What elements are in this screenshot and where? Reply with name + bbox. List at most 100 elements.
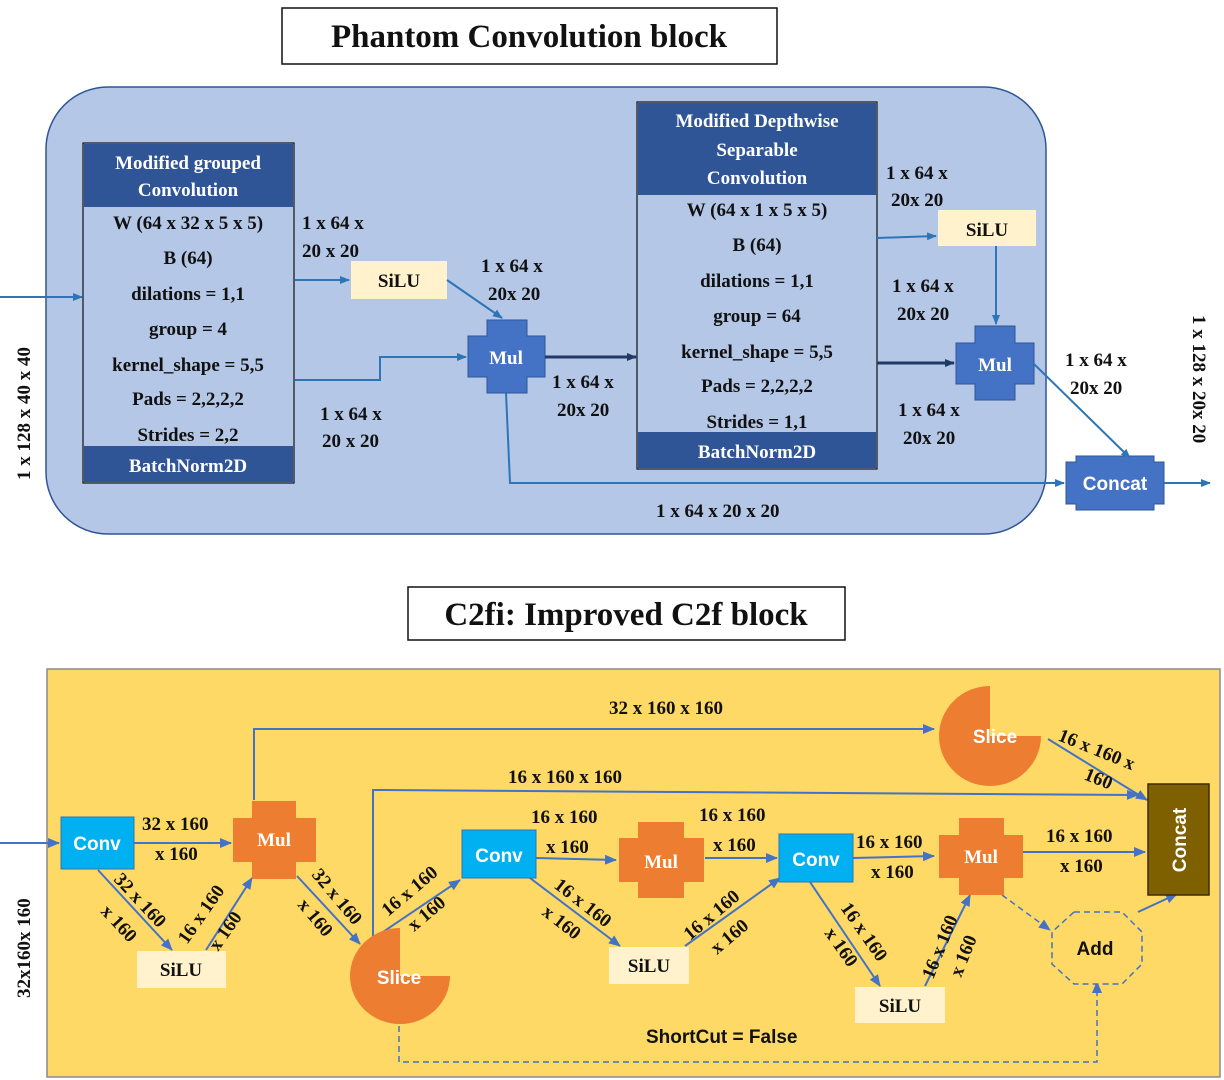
phantom-mul-1: Mul [467, 319, 546, 394]
svg-text:Separable: Separable [716, 140, 797, 161]
svg-text:SiLU: SiLU [378, 271, 421, 292]
shortcut-label: ShortCut = False [646, 1027, 798, 1048]
svg-text:1 x 64 x: 1 x 64 x [481, 256, 543, 277]
svg-text:Conv: Conv [792, 850, 840, 871]
svg-text:SiLU: SiLU [879, 996, 922, 1017]
c2fi-title: C2fi: Improved C2f block [444, 597, 808, 633]
svg-text:20x 20: 20x 20 [557, 400, 609, 421]
svg-text:1 x 64 x: 1 x 64 x [892, 276, 954, 297]
svg-text:Mul: Mul [964, 847, 998, 868]
c2fi-mul-3: Mul [939, 818, 1023, 895]
svg-text:Conv: Conv [475, 846, 523, 867]
c2fi-input-label: 32x160x 160 [14, 898, 35, 998]
c2fi-edges [97, 724, 1178, 987]
phantom-concat: Concat [1065, 455, 1165, 511]
svg-text:Concat: Concat [1083, 474, 1148, 495]
svg-text:16 x 160 x 160: 16 x 160 x 160 [508, 767, 622, 788]
grouped-conv-header-2: Convolution [138, 180, 239, 201]
svg-text:1 x 64 x 20 x 20: 1 x 64 x 20 x 20 [656, 501, 780, 522]
phantom-title: Phantom Convolution block [331, 19, 728, 55]
svg-text:x 160: x 160 [546, 837, 589, 858]
svg-text:16 x 160: 16 x 160 [856, 832, 923, 853]
phantom-input-label: 1 x 128 x 40 x 40 [14, 347, 35, 480]
grouped-conv-node: Modified grouped Convolution W (64 x 32 … [82, 142, 295, 484]
phantom-edge-labels: 1 x 64 x 20 x 20 1 x 64 x 20x 20 1 x 64 … [302, 163, 1127, 522]
svg-text:1 x 64 x: 1 x 64 x [1065, 350, 1127, 371]
svg-text:x 160: x 160 [155, 844, 198, 865]
svg-text:Mul: Mul [978, 355, 1012, 376]
grouped-conv-param: kernel_shape = 5,5 [112, 355, 264, 376]
svg-text:W (64 x 1 x 5 x 5): W (64 x 1 x 5 x 5) [687, 200, 828, 221]
svg-text:SiLU: SiLU [628, 956, 671, 977]
c2fi-concat-node: Concat [1147, 783, 1210, 896]
grouped-conv-footer: BatchNorm2D [129, 456, 247, 477]
c2fi-mul-2: Mul [619, 822, 704, 898]
c2fi-conv-2: Conv [461, 829, 537, 879]
c2fi-silu-1: SiLU [137, 951, 226, 988]
svg-text:1 x 64 x: 1 x 64 x [320, 404, 382, 425]
grouped-conv-param: Pads = 2,2,2,2 [132, 389, 244, 410]
phantom-silu-2: SiLU [938, 210, 1036, 246]
svg-text:Mul: Mul [489, 348, 523, 369]
svg-text:Strides = 1,1: Strides = 1,1 [706, 412, 807, 433]
grouped-conv-header-1: Modified grouped [115, 153, 261, 174]
c2fi-mul-1: Mul [233, 801, 316, 879]
c2fi-conv-1: Conv [60, 816, 135, 870]
c2fi-dashed-edges [398, 894, 1102, 1063]
svg-text:x 160: x 160 [713, 835, 756, 856]
svg-text:16 x 160: 16 x 160 [531, 807, 598, 828]
svg-text:SiLU: SiLU [160, 960, 203, 981]
svg-text:20x 20: 20x 20 [488, 284, 540, 305]
svg-text:32 x 160: 32 x 160 [142, 814, 209, 835]
svg-text:20x 20: 20x 20 [1070, 378, 1122, 399]
svg-text:B (64): B (64) [732, 235, 781, 256]
phantom-silu-1: SiLU [351, 261, 447, 299]
c2fi-title-box: C2fi: Improved C2f block [407, 586, 846, 641]
phantom-mul-2: Mul [955, 325, 1035, 401]
phantom-output-label: 1 x 128 x 20x 20 [1188, 315, 1209, 443]
c2fi-silu-3: SiLU [855, 987, 945, 1023]
svg-text:Slice: Slice [377, 968, 421, 989]
grouped-conv-param: Strides = 2,2 [137, 425, 238, 446]
svg-text:Convolution: Convolution [707, 168, 808, 189]
svg-text:Conv: Conv [73, 834, 121, 855]
svg-text:16 x 160: 16 x 160 [699, 805, 766, 826]
svg-text:32 x 160 x 160: 32 x 160 x 160 [609, 698, 723, 719]
c2fi-slice-1: Slice [350, 928, 450, 1024]
svg-text:BatchNorm2D: BatchNorm2D [698, 442, 816, 463]
svg-text:1 x 64 x: 1 x 64 x [898, 400, 960, 421]
svg-text:20x 20: 20x 20 [903, 428, 955, 449]
svg-text:Pads = 2,2,2,2: Pads = 2,2,2,2 [701, 376, 813, 397]
phantom-edges [295, 232, 1211, 487]
c2fi-conv-3: Conv [778, 833, 854, 883]
svg-text:20 x 20: 20 x 20 [302, 241, 359, 262]
svg-text:20x 20: 20x 20 [897, 304, 949, 325]
svg-text:20x 20: 20x 20 [891, 190, 943, 211]
depthwise-conv-node: Modified Depthwise Separable Convolution… [636, 101, 878, 470]
svg-text:x 160: x 160 [1060, 856, 1103, 877]
c2fi-add-node: Add [1051, 911, 1143, 985]
c2fi-silu-2: SiLU [609, 947, 689, 984]
svg-text:Modified Depthwise: Modified Depthwise [675, 111, 838, 132]
svg-text:1 x 64 x: 1 x 64 x [302, 213, 364, 234]
svg-text:16 x 160: 16 x 160 [1046, 826, 1113, 847]
grouped-conv-param: W (64 x 32 x 5 x 5) [113, 213, 263, 234]
svg-text:1 x 64 x: 1 x 64 x [886, 163, 948, 184]
phantom-title-box: Phantom Convolution block [281, 7, 778, 65]
c2fi-slice-2: Slice [939, 686, 1041, 786]
svg-text:Mul: Mul [257, 830, 291, 851]
svg-text:1 x 64 x: 1 x 64 x [552, 372, 614, 393]
svg-text:Add: Add [1077, 939, 1114, 960]
svg-text:Mul: Mul [644, 852, 678, 873]
svg-text:20 x 20: 20 x 20 [322, 431, 379, 452]
svg-text:Concat: Concat [1170, 807, 1191, 872]
svg-text:x 160: x 160 [871, 862, 914, 883]
grouped-conv-param: dilations = 1,1 [131, 284, 245, 305]
svg-text:dilations = 1,1: dilations = 1,1 [700, 271, 814, 292]
svg-text:group = 64: group = 64 [713, 306, 801, 327]
grouped-conv-param: group = 4 [149, 319, 228, 340]
grouped-conv-param: B (64) [163, 248, 212, 269]
svg-text:SiLU: SiLU [966, 220, 1009, 241]
svg-text:Slice: Slice [973, 727, 1017, 748]
